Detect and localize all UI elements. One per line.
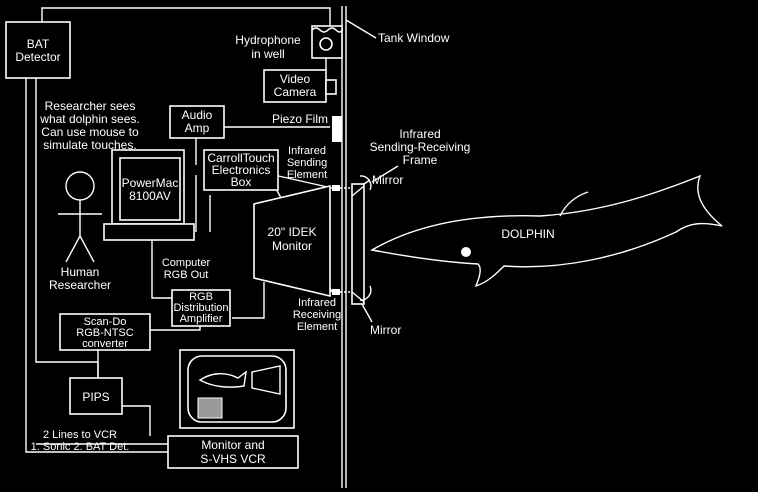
- ir-sending-label-2: Sending: [287, 157, 327, 169]
- monitor-vcr-box: [167, 435, 299, 469]
- ir-sending-label-1: Infrared: [288, 145, 326, 157]
- computer-rgb-out-label-1: Computer: [162, 257, 211, 269]
- bat-detector-label-1: BAT: [27, 37, 50, 51]
- video-camera-label-1: Video: [280, 72, 311, 86]
- rgb-distribution-amp-box: [171, 289, 231, 327]
- dolphin-label: DOLPHIN: [501, 227, 554, 241]
- infrared-frame-label-1: Infrared: [399, 127, 440, 141]
- hydrophone-label-2: in well: [251, 47, 284, 61]
- pips-box: [69, 377, 123, 415]
- powermac-label-1: PowerMac: [122, 176, 179, 190]
- pips-label: PIPS: [82, 390, 109, 404]
- svg-text:Researcher sees: Researcher sees: [45, 99, 136, 113]
- powermac-label-2: 8100AV: [129, 189, 171, 203]
- rgb-amp-label-2: Distribution: [173, 302, 228, 314]
- infrared-frame-label-2: Sending-Receiving: [370, 140, 471, 154]
- carrolltouch-label-2: Electronics: [212, 163, 271, 177]
- pips-square: [197, 397, 223, 419]
- camera-lens-icon: [325, 79, 337, 95]
- ir-receiving-label-3: Element: [297, 321, 337, 333]
- audio-amp-label-2: Amp: [185, 121, 210, 135]
- ir-sending-label-3: Element: [287, 169, 327, 181]
- mirror-bottom-label: Mirror: [370, 323, 401, 337]
- idek-monitor-label-2: Monitor: [272, 239, 312, 253]
- powermac-base: [103, 223, 195, 241]
- ir-beam-bottom: [359, 285, 372, 301]
- scan-do-label-3: converter: [82, 338, 128, 350]
- svg-text:what dolphin sees.: what dolphin sees.: [39, 112, 139, 126]
- monitor-vcr-label-2: S-VHS VCR: [200, 452, 266, 466]
- hydrophone-icon: [319, 37, 333, 51]
- audio-amp-label-1: Audio: [182, 108, 213, 122]
- ir-receiving-element: [332, 289, 340, 295]
- mirror-top-icon: [351, 185, 365, 197]
- frame-pointer: [371, 165, 399, 183]
- bat-detector-label-2: Detector: [15, 50, 60, 64]
- screen-monitor-icon: [251, 365, 281, 395]
- carrolltouch-label-3: Box: [231, 175, 252, 189]
- ir-receiving-label-2: Receiving: [293, 309, 341, 321]
- human-researcher-icon: [58, 171, 102, 263]
- tank-window-label: Tank Window: [378, 31, 450, 45]
- researcher-note: Researcher sees what dolphin sees. Can u…: [39, 99, 139, 152]
- screen-dolphin-icon: [198, 370, 247, 388]
- water-surface: [311, 27, 343, 33]
- hydrophone-label-1: Hydrophone: [235, 33, 301, 47]
- svg-text:Can use mouse to: Can use mouse to: [41, 125, 139, 139]
- dolphin-eye: [461, 247, 471, 257]
- rgb-amp-label-3: Amplifier: [180, 313, 223, 325]
- human-researcher-label-1: Human: [61, 265, 100, 279]
- idek-monitor: [253, 184, 331, 298]
- monitor-vcr-label-1: Monitor and: [201, 438, 264, 452]
- computer-rgb-out-label-2: RGB Out: [164, 269, 209, 281]
- tank-window-pointer: [345, 19, 377, 39]
- scan-do-label-2: RGB-NTSC: [76, 327, 134, 339]
- mirror-top-label: Mirror: [372, 173, 403, 187]
- piezo-film-element: [332, 116, 342, 142]
- scan-do-converter-box: [59, 313, 151, 351]
- mirror-bottom-pointer: [361, 303, 373, 323]
- vcr-note-line-1: 2 Lines to VCR: [43, 429, 117, 441]
- infrared-frame: [351, 183, 365, 305]
- video-camera-label-2: Camera: [274, 85, 317, 99]
- dolphin-dorsal-fin: [559, 191, 589, 217]
- vcr-note-line-2: 1. Sonic 2. BAT Det.: [31, 441, 130, 453]
- bat-detector-box: [5, 21, 71, 79]
- ir-sending-element: [332, 185, 340, 191]
- scan-do-label-1: Scan-Do: [84, 316, 127, 328]
- mirror-top-pointer: [363, 179, 371, 185]
- carrolltouch-label-1: CarrollTouch: [207, 151, 274, 165]
- video-camera-box: [263, 69, 327, 103]
- svg-text:simulate touches.: simulate touches.: [43, 138, 136, 152]
- infrared-frame-label-3: Frame: [403, 153, 438, 167]
- dolphin-shape: [370, 174, 723, 288]
- carrolltouch-box: [203, 149, 279, 191]
- powermac-screen: [119, 157, 181, 221]
- idek-monitor-label-1: 20" IDEK: [268, 225, 317, 239]
- ir-receiving-label-1: Infrared: [298, 297, 336, 309]
- rgb-amp-label-1: RGB: [189, 291, 213, 303]
- piezo-film-label: Piezo Film: [272, 112, 328, 126]
- human-researcher-label-2: Researcher: [49, 278, 111, 292]
- audio-amp-box: [169, 105, 225, 139]
